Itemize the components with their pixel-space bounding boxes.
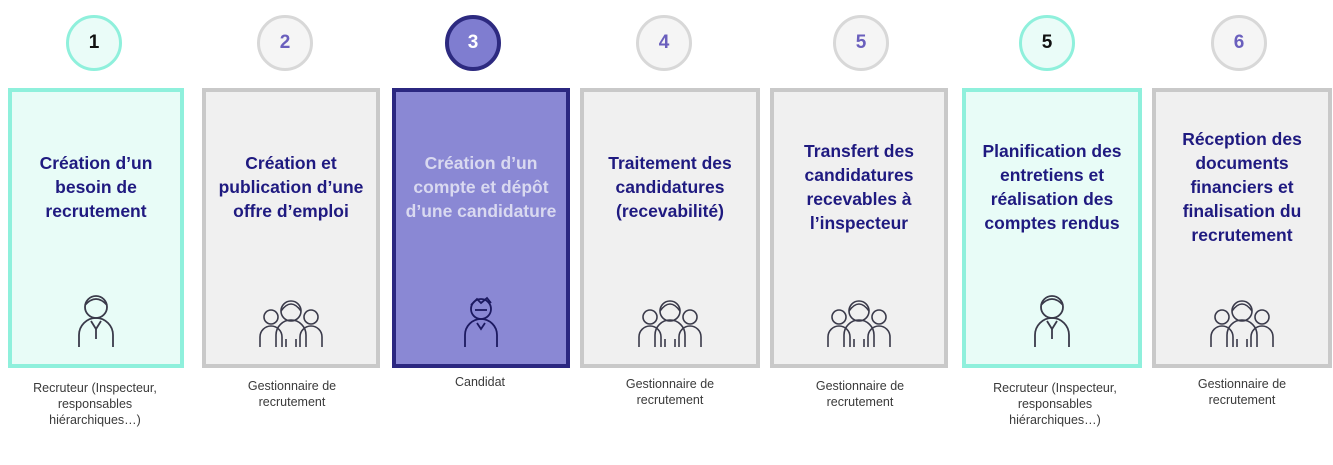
step-actor-caption: Recruteur (Inspecteur, responsables hiér… [993,381,1117,427]
group-icon [1207,297,1277,354]
step-title: Réception des documents financiers et fi… [1182,129,1302,245]
step-card: Transfert des candidatures recevables à … [770,88,948,368]
step-card: Création et publication d’une offre d’em… [202,88,380,368]
candidate-icon [459,293,503,354]
single-person-icon [74,291,118,354]
group-icon [824,297,894,354]
step-title: Création d’un besoin de recrutement [39,153,153,221]
step-actor-caption: Recruteur (Inspecteur, responsables hiér… [33,381,157,427]
step-number-badge: 2 [257,15,313,71]
step-actor-caption: Gestionnaire de recrutement [815,379,905,409]
step-card: Création d’un compte et dépôt d’une cand… [392,88,570,368]
step-number-badge: 4 [636,15,692,71]
step-number-badge: 5 [1019,15,1075,71]
step-actor-caption: Gestionnaire de recrutement [625,377,715,407]
step-number-badge: 6 [1211,15,1267,71]
step-actor-caption: Candidat [454,375,506,389]
step-title: Transfert des candidatures recevables à … [804,141,914,233]
step-number-badge: 1 [66,15,122,71]
group-icon [256,297,326,354]
step-number-badge: 3 [445,15,501,71]
step-card: Création d’un besoin de recrutement [8,88,184,368]
group-icon [635,297,705,354]
step-card: Réception des documents financiers et fi… [1152,88,1332,368]
step-title: Création d’un compte et dépôt d’une cand… [405,153,557,221]
step-actor-caption: Gestionnaire de recrutement [1197,377,1287,407]
step-actor-caption: Gestionnaire de recrutement [247,379,337,409]
step-number-badge: 5 [833,15,889,71]
step-card: Traitement des candidatures (recevabilit… [580,88,760,368]
step-title: Création et publication d’une offre d’em… [218,153,364,221]
step-title: Traitement des candidatures (recevabilit… [608,153,732,221]
step-title: Planification des entretiens et réalisat… [982,141,1122,233]
single-person-icon [1030,291,1074,354]
step-card: Planification des entretiens et réalisat… [962,88,1142,368]
